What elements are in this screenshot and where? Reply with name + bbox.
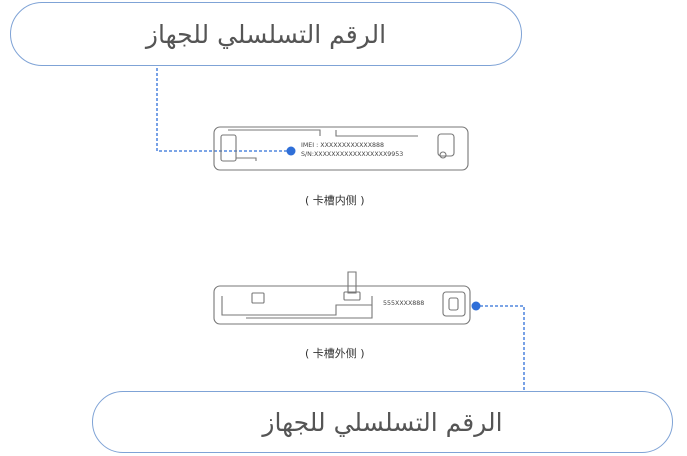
- leader-dot-outer-serial: [471, 301, 481, 311]
- serial-number-label-bottom: الرقم التسلسلي للجهاز: [262, 407, 503, 437]
- leader-dot-inner-serial: [286, 146, 296, 156]
- leader-line-bottom: [480, 305, 525, 391]
- serial-number-callout-bottom: الرقم التسلسلي للجهاز: [92, 391, 673, 453]
- serial-text-inner: S/N:XXXXXXXXXXXXXXXXX9953: [301, 151, 403, 158]
- serial-number-label-top: الرقم التسلسلي للجهاز: [145, 19, 387, 49]
- outer-side-caption: ( 卡槽外侧 ): [305, 347, 365, 360]
- sim-tray-inner: [213, 126, 469, 171]
- leader-line-top: [156, 68, 289, 152]
- serial-text-outer: 555XXXX888: [383, 300, 424, 307]
- imei-text: IMEI : XXXXXXXXXXXX888: [301, 142, 384, 149]
- inner-side-caption: ( 卡槽内侧 ): [305, 194, 365, 207]
- sim-tray-outer: [213, 271, 471, 325]
- serial-number-callout-top: الرقم التسلسلي للجهاز: [10, 2, 522, 66]
